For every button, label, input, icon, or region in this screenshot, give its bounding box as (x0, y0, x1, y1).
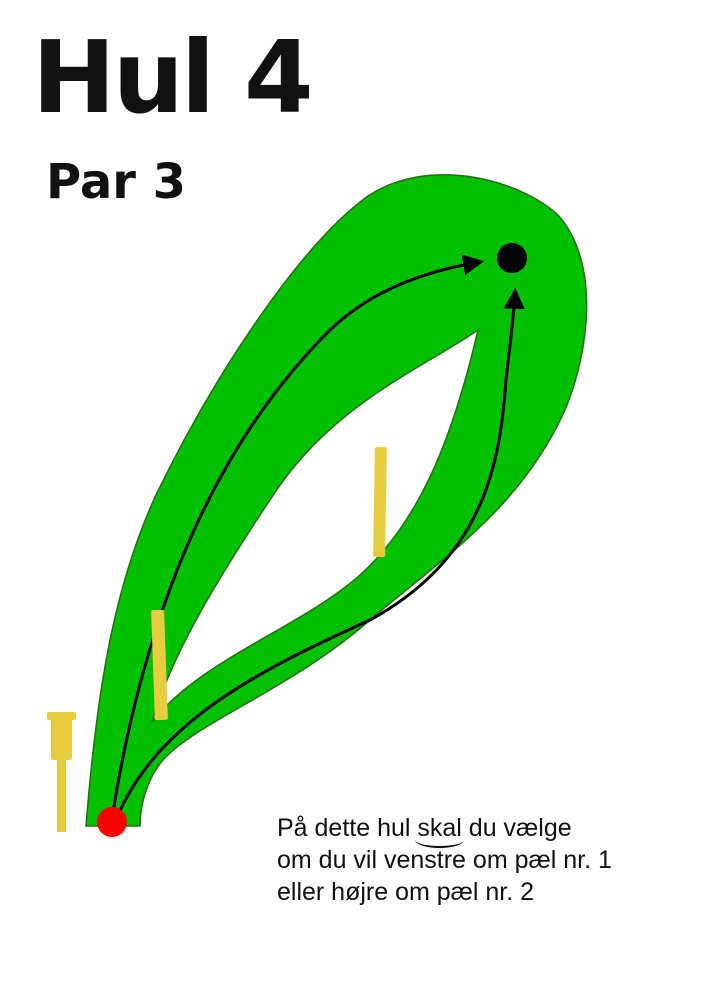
route-right (116, 287, 525, 816)
par-label: Par 3 (46, 154, 187, 210)
emphasis-word: skal (417, 814, 462, 842)
tee-sign-icon (47, 712, 76, 832)
instructions-text: På dette hul skal du vælge om du vil ven… (277, 812, 697, 908)
fairway (85, 174, 588, 827)
instruction-line-1: På dette hul skal du vælge (277, 814, 572, 842)
mandatory-post-1 (151, 609, 168, 721)
tee-icon (97, 807, 127, 837)
instruction-line-2: om du vil venstre om pæl nr. 1 (277, 846, 612, 874)
basket-icon (497, 243, 527, 273)
hole-title: Hul 4 (32, 19, 314, 136)
mandatory-post-2 (373, 446, 387, 558)
instruction-line-3: eller højre om pæl nr. 2 (277, 878, 535, 906)
route-left (110, 254, 485, 819)
